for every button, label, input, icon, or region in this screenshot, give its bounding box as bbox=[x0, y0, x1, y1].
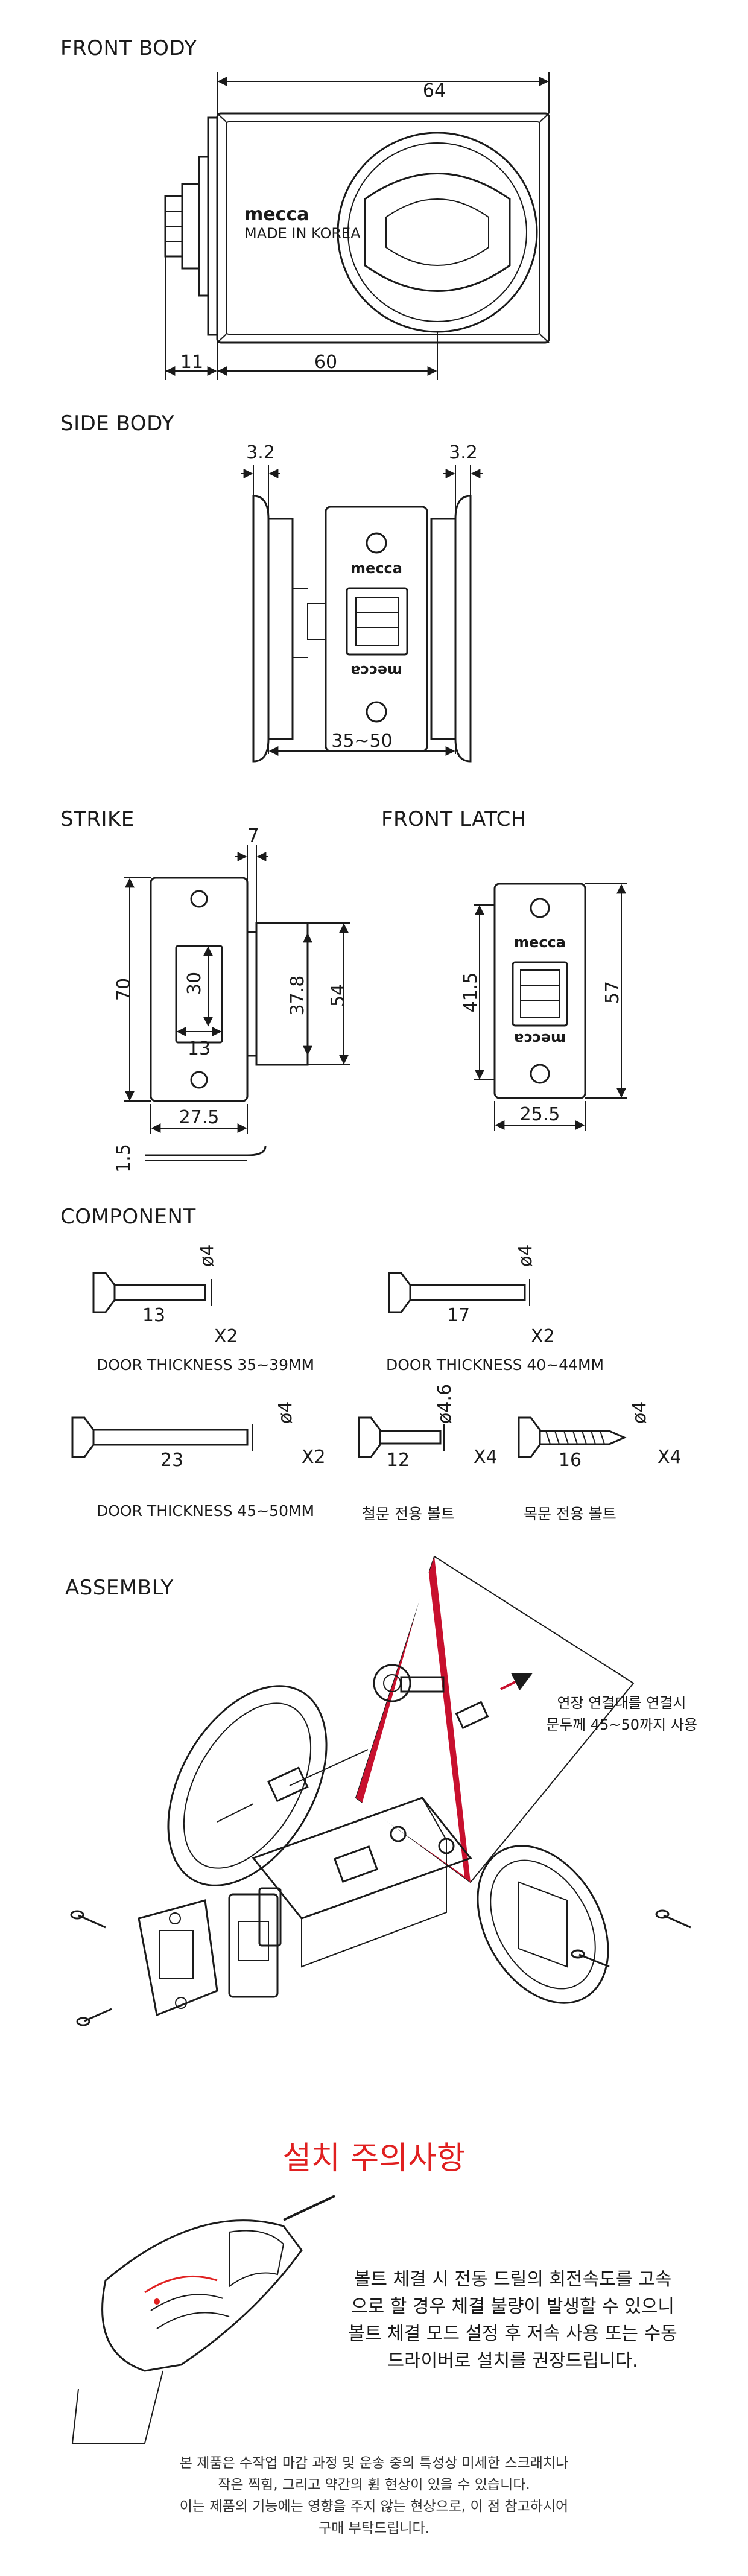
bolt-4-length: 12 bbox=[387, 1450, 410, 1471]
dim-latch-height-value: 57 bbox=[602, 981, 623, 1004]
drill-illustration bbox=[71, 2195, 335, 2444]
strike-drawing bbox=[145, 877, 309, 1161]
bolt-5-dia: ø4 bbox=[629, 1401, 650, 1424]
section-title-assembly: ASSEMBLY bbox=[65, 1576, 174, 1600]
brand-logo-side-flipped: mecca bbox=[350, 662, 402, 679]
warning-title: 설치 주의사항 bbox=[282, 2140, 466, 2177]
warning-line: 드라이버로 설치를 권장드립니다. bbox=[387, 2350, 638, 2371]
section-title-front-body: FRONT BODY bbox=[60, 36, 197, 60]
dim-spindle-value: 11 bbox=[180, 352, 203, 373]
brand-logo-side: mecca bbox=[350, 560, 402, 577]
bolt-5 bbox=[518, 1416, 627, 1458]
brand-logo-latch-flipped: mecca bbox=[514, 1030, 566, 1047]
side-body-drawing bbox=[252, 495, 472, 763]
component-caption: DOOR THICKNESS 35~39MM bbox=[97, 1356, 315, 1374]
made-in-label: MADE IN KOREA bbox=[244, 225, 361, 242]
bolt-4-dia: ø4.6 bbox=[434, 1384, 455, 1424]
dim-left-plate-value: 3.2 bbox=[246, 442, 275, 463]
dim-strike-inner-value: 37.8 bbox=[287, 976, 308, 1016]
bolt-3-qty: X2 bbox=[302, 1447, 326, 1468]
component-caption: DOOR THICKNESS 40~44MM bbox=[386, 1356, 604, 1374]
warning-line: 볼트 체결 모드 설정 후 저속 사용 또는 수동 bbox=[348, 2323, 677, 2344]
component-caption: 철문 전용 볼트 bbox=[362, 1505, 455, 1523]
bolt-4 bbox=[358, 1416, 445, 1458]
brand-logo-latch: mecca bbox=[514, 934, 566, 951]
dim-right-plate-value: 3.2 bbox=[449, 442, 478, 463]
dim-strike-height-value: 70 bbox=[113, 978, 135, 1001]
bolt-3-dia: ø4 bbox=[275, 1401, 296, 1424]
dim-width-value: 64 bbox=[423, 80, 446, 101]
front-body-drawing bbox=[164, 112, 550, 344]
bolt-5-qty: X4 bbox=[658, 1447, 682, 1468]
warning-line: 볼트 체결 시 전동 드릴의 회전속도를 고속 bbox=[353, 2269, 672, 2290]
component-caption: DOOR THICKNESS 45~50MM bbox=[97, 1502, 315, 1520]
dim-strike-thickness-value: 1.5 bbox=[113, 1144, 135, 1173]
dim-strike-opening-value: 30 bbox=[184, 972, 205, 995]
note-line: 이는 제품의 기능에는 영향을 주지 않는 현상으로, 이 점 참고하시어 bbox=[179, 2499, 569, 2514]
front-latch-drawing bbox=[493, 883, 586, 1099]
bolt-1-dia: ø4 bbox=[197, 1245, 218, 1267]
dim-latch-inner-value: 41.5 bbox=[460, 972, 481, 1013]
section-title-component: COMPONENT bbox=[60, 1205, 196, 1229]
section-title-side-body: SIDE BODY bbox=[60, 411, 175, 436]
dim-strike-width-value: 27.5 bbox=[179, 1107, 220, 1128]
assembly-drawing bbox=[70, 1555, 691, 2026]
assembly-callout: 연장 연결대를 연결시 문두께 45~50까지 사용 bbox=[546, 1692, 697, 1736]
dim-backset-value: 60 bbox=[314, 352, 337, 373]
dim-strike-slot-value: 7 bbox=[247, 825, 259, 846]
bolt-3 bbox=[71, 1416, 253, 1458]
bolt-4-qty: X4 bbox=[474, 1447, 498, 1468]
bolt-1 bbox=[92, 1272, 212, 1313]
note-line: 본 제품은 수작업 마감 과정 및 운송 중의 특성상 미세한 스크래치나 bbox=[179, 2455, 569, 2471]
brand-logo-front: mecca bbox=[244, 204, 309, 225]
bolt-2 bbox=[388, 1272, 530, 1313]
bolt-3-length: 23 bbox=[160, 1450, 183, 1471]
note-line: 구매 부탁드립니다. bbox=[319, 2520, 429, 2536]
callout-line: 문두께 45~50까지 사용 bbox=[546, 1716, 698, 1733]
dim-strike-box-value: 54 bbox=[328, 984, 349, 1007]
bolt-1-qty: X2 bbox=[214, 1326, 238, 1347]
bolt-2-qty: X2 bbox=[531, 1326, 555, 1347]
callout-line: 연장 연결대를 연결시 bbox=[557, 1695, 686, 1712]
warning-body: 볼트 체결 시 전동 드릴의 회전속도를 고속 으로 할 경우 체결 불량이 발… bbox=[305, 2266, 721, 2375]
bolt-1-length: 13 bbox=[142, 1305, 165, 1326]
component-caption: 목문 전용 볼트 bbox=[524, 1505, 616, 1523]
section-title-front-latch: FRONT LATCH bbox=[381, 807, 527, 831]
product-note: 본 제품은 수작업 마감 과정 및 운송 중의 특성상 미세한 스크래치나 작은… bbox=[60, 2452, 688, 2539]
section-title-strike: STRIKE bbox=[60, 807, 135, 831]
dim-strike-opening-width-value: 13 bbox=[188, 1038, 211, 1059]
dim-latch-width-value: 25.5 bbox=[520, 1104, 560, 1125]
note-line: 작은 찍힘, 그리고 약간의 휨 현상이 있을 수 있습니다. bbox=[218, 2477, 530, 2493]
bolt-2-length: 17 bbox=[447, 1305, 470, 1326]
warning-line: 으로 할 경우 체결 불량이 발생할 수 있으니 bbox=[351, 2296, 674, 2317]
dim-range-value: 35~50 bbox=[331, 731, 392, 752]
bolt-2-dia: ø4 bbox=[515, 1245, 536, 1267]
bolt-5-length: 16 bbox=[559, 1450, 582, 1471]
